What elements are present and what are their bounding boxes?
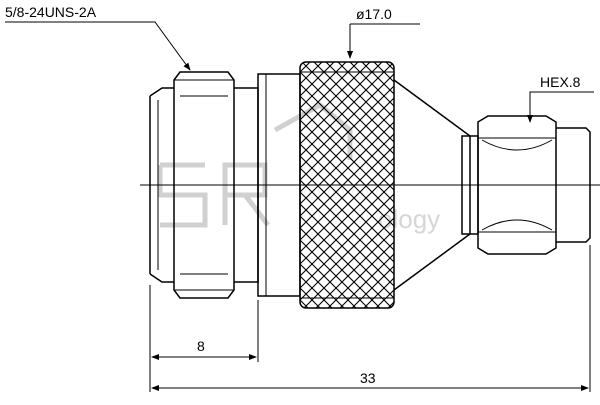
thread-leader bbox=[5, 21, 191, 71]
dim-label-8: 8 bbox=[197, 338, 205, 354]
hex-leader bbox=[527, 91, 594, 123]
diameter-callout: ø17.0 bbox=[356, 6, 392, 22]
hex-nut bbox=[477, 115, 557, 255]
hex-callout: HEX.8 bbox=[540, 74, 581, 90]
thread-callout: 5/8-24UNS-2A bbox=[5, 4, 97, 20]
diameter-leader bbox=[350, 23, 420, 58]
extension-lines bbox=[149, 245, 591, 392]
dim-label-33: 33 bbox=[360, 370, 376, 386]
